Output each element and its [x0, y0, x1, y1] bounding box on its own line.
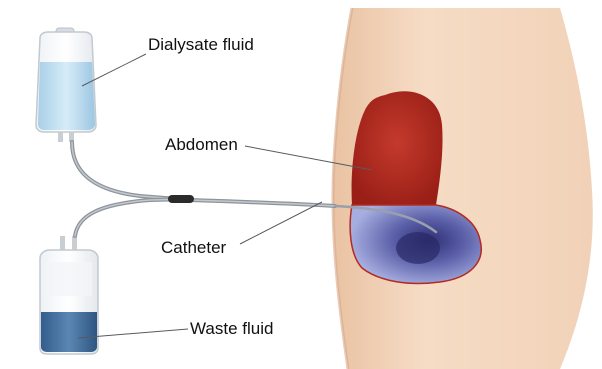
dialysate-fluid: [38, 62, 95, 130]
waste-fluid-label: Waste fluid: [190, 320, 273, 337]
tube-connector: [168, 195, 194, 203]
catheter-label: Catheter: [161, 239, 226, 256]
abdomen-fluid-dark-spot: [396, 232, 440, 264]
leader-lines: [78, 54, 372, 338]
dialysate-fluid-label: Dialysate fluid: [148, 36, 254, 53]
waste-fluid: [41, 312, 97, 352]
dialysate-bag: [36, 28, 96, 142]
abdomen-label: Abdomen: [165, 136, 238, 153]
waste-bag: [40, 236, 98, 354]
